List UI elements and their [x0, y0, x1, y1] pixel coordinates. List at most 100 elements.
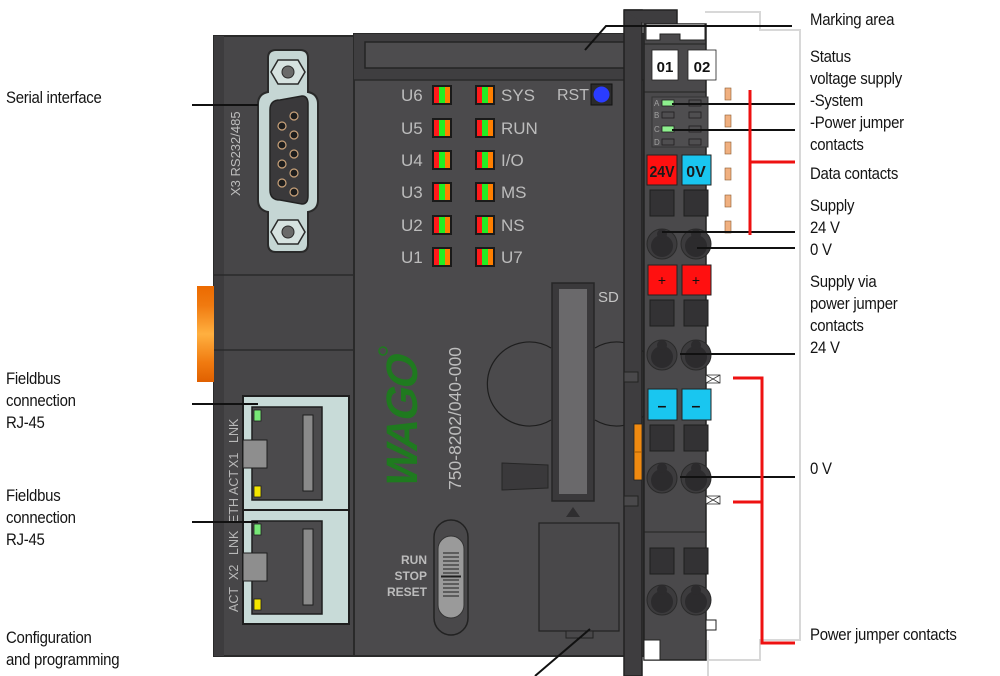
led-label: U6	[401, 86, 423, 105]
reset-button[interactable]	[590, 83, 613, 106]
status-led-b	[661, 111, 675, 119]
x1-act-led	[253, 485, 262, 498]
ethernet-port-x1[interactable]	[242, 395, 350, 511]
wire-entry[interactable]	[683, 424, 709, 452]
label-supply-power-jumper: Supply via power jumper contacts 24 V	[810, 272, 898, 357]
x2-label: X2	[227, 565, 241, 580]
mode-reset-label: RESET	[387, 585, 428, 599]
status-led-letter: C	[654, 125, 660, 134]
svg-text:–: –	[692, 398, 701, 415]
wire-entry[interactable]	[683, 547, 709, 575]
callout-brackets	[733, 90, 795, 645]
led-ns	[475, 215, 495, 235]
marker-02[interactable]: 02	[687, 49, 717, 81]
x2-act-led	[253, 598, 262, 611]
led-run	[475, 118, 495, 138]
sd-eject-tab[interactable]	[501, 462, 549, 491]
sd-card-slot[interactable]	[486, 282, 660, 517]
led-sys	[475, 85, 495, 105]
serial-port-label: X3 RS232/485	[228, 111, 243, 196]
data-contacts	[724, 87, 732, 234]
terminal-plus-1[interactable]: +	[647, 264, 678, 296]
led-label: I/O	[501, 151, 524, 170]
callout-lines	[192, 25, 795, 676]
registered-mark	[378, 346, 388, 356]
x1-lnk-label: LNK	[227, 418, 241, 443]
wire-entry[interactable]	[649, 299, 675, 327]
label-config-programming: Configuration and programming	[6, 628, 120, 669]
led-column-left	[432, 85, 452, 267]
led-label: U5	[401, 119, 423, 138]
mode-run-label: RUN	[401, 553, 427, 567]
status-led-letter: D	[654, 138, 660, 147]
label-status-voltage: Status voltage supply -System -Power jum…	[810, 47, 904, 154]
led-u7	[475, 247, 495, 267]
x1-link-led	[253, 409, 262, 422]
led-u1	[432, 247, 452, 267]
wire-entry[interactable]	[649, 424, 675, 452]
led-io	[475, 150, 495, 170]
led-label: U7	[501, 248, 523, 267]
ethernet-port-x2[interactable]	[242, 509, 350, 625]
power-jumper-contact-marks	[705, 374, 721, 505]
svg-text:02: 02	[694, 59, 711, 76]
led-label: U1	[401, 248, 423, 267]
led-u6	[432, 85, 452, 105]
label-supply: Supply 24 V 0 V	[810, 196, 855, 259]
marking-strip[interactable]	[364, 41, 634, 69]
status-led-letter: A	[654, 99, 660, 108]
svg-text:0V: 0V	[686, 164, 706, 181]
wire-entry[interactable]	[649, 547, 675, 575]
label-serial-interface: Serial interface	[6, 88, 102, 107]
svg-text:24V: 24V	[649, 163, 674, 181]
led-label: U4	[401, 151, 423, 170]
terminal-slots	[646, 189, 712, 616]
x2-lnk-label: LNK	[227, 530, 241, 555]
label-marking-area: Marking area	[810, 10, 895, 29]
terminal-minus-2[interactable]: –	[681, 388, 712, 421]
config-port-cover[interactable]	[538, 522, 620, 639]
label-fieldbus-2: Fieldbus connection RJ-45	[6, 486, 76, 549]
ethernet-labels: LNK X1 ACT ETH LNK X2 ACT	[227, 418, 241, 612]
label-0v: 0 V	[810, 459, 832, 478]
svg-text:+: +	[692, 272, 700, 288]
terminal-minus-1[interactable]: –	[647, 388, 678, 421]
led-label: SYS	[501, 86, 535, 105]
orange-latch[interactable]	[197, 286, 214, 382]
label-fieldbus-1: Fieldbus connection RJ-45	[6, 369, 76, 432]
x2-act-label: ACT	[227, 587, 241, 612]
marker-01[interactable]: 01	[651, 49, 679, 81]
status-led-letter: B	[654, 111, 659, 120]
mode-switch[interactable]	[433, 519, 469, 636]
terminal-24v[interactable]: 24V	[646, 154, 678, 186]
x1-act-label: ACT	[227, 470, 241, 495]
serial-port[interactable]	[257, 49, 319, 253]
led-u5	[432, 118, 452, 138]
wire-entry[interactable]	[683, 299, 709, 327]
led-u4	[432, 150, 452, 170]
label-power-jumper-contacts: Power jumper contacts	[810, 625, 957, 644]
status-led-d	[661, 138, 675, 146]
wire-entry[interactable]	[683, 189, 709, 217]
sd-label: SD	[598, 289, 619, 306]
x1-label: X1	[227, 453, 241, 468]
led-label: U2	[401, 216, 423, 235]
svg-text:–: –	[658, 398, 667, 415]
mode-stop-label: STOP	[395, 569, 427, 583]
led-u3	[432, 182, 452, 202]
wire-entry[interactable]	[649, 189, 675, 217]
reset-label: RST	[557, 87, 589, 104]
wago-logo: WAGO	[379, 349, 427, 493]
label-data-contacts: Data contacts	[810, 164, 899, 183]
led-column-right	[475, 85, 495, 267]
led-ms	[475, 182, 495, 202]
svg-text:+: +	[658, 272, 666, 288]
part-number: 750-8202/040-000	[445, 347, 465, 490]
terminal-plus-2[interactable]: +	[681, 264, 712, 296]
led-label: MS	[501, 183, 527, 202]
x2-link-led	[253, 523, 262, 536]
led-label: NS	[501, 216, 525, 235]
svg-text:01: 01	[657, 59, 674, 76]
led-label: RUN	[501, 119, 538, 138]
terminal-0v[interactable]: 0V	[681, 154, 712, 186]
